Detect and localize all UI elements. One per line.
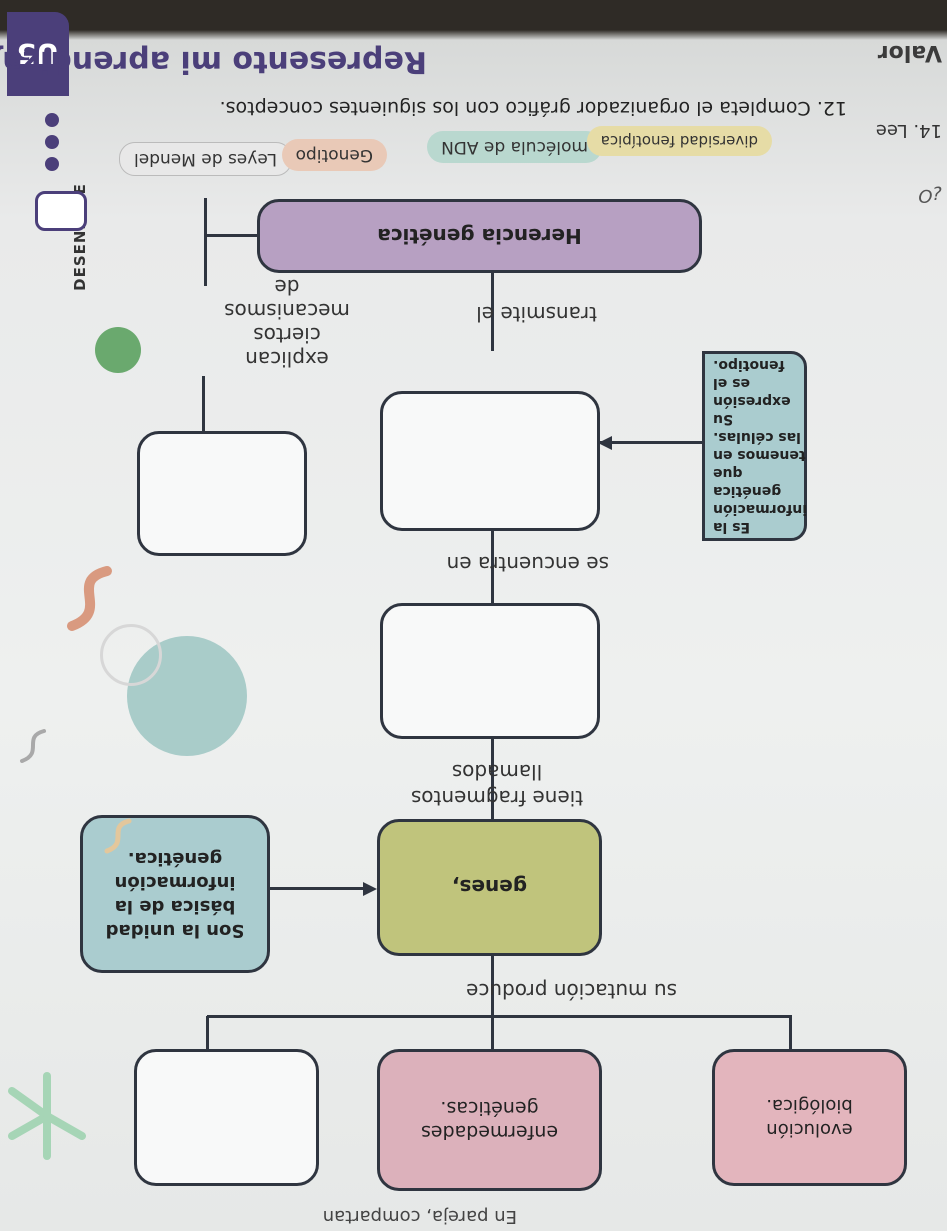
right-heading: Valor (877, 40, 942, 65)
right-question: ¿O (918, 185, 942, 206)
label-se-encuentra: se encuentra en (446, 552, 609, 576)
robot-icon (35, 191, 87, 231)
blank-box-mecanismos[interactable] (137, 431, 307, 556)
squiggle-small-decoration (104, 818, 132, 854)
section-dots (45, 113, 59, 171)
label-transmite: transmite el (476, 302, 597, 326)
squiggle-decoration (67, 566, 112, 631)
connector-line (202, 376, 205, 436)
right-item: 14. Lee (875, 120, 942, 141)
connector-line (600, 441, 702, 444)
squiggle-grey-decoration (20, 729, 46, 763)
node-enfermedades: enfermedades genéticas. (377, 1049, 602, 1191)
node-herencia-genetica: Herencia genética (257, 199, 702, 273)
arrow-right (598, 436, 612, 450)
arrow-left (363, 882, 377, 896)
label-explican: explican ciertos mecanismos de (224, 275, 350, 371)
footer-text: En pareja, compartan (322, 1206, 517, 1227)
blank-box-genotipo[interactable] (380, 391, 600, 531)
label-mutacion: su mutación produce (466, 979, 677, 1003)
connector-line (491, 1016, 494, 1049)
concept-chip-diversidad: diversidad fenotípica (586, 126, 772, 156)
star-burst-decoration (8, 1072, 86, 1160)
blank-box-diversidad[interactable] (134, 1049, 319, 1186)
node-genes: genes, (377, 819, 602, 956)
node-genotipo-definicion: Es la información genética que tenemos e… (702, 351, 807, 541)
connector-line (789, 1016, 792, 1049)
concept-chip-adn: molécula de ADN (427, 131, 602, 163)
concept-chip-genotipo: Genotipo (281, 139, 387, 171)
green-dot (95, 327, 141, 373)
connector-line (207, 1015, 792, 1018)
node-evolucion: evolución biológica. (712, 1049, 907, 1186)
instruction-text: 12. Completa el organizador gráfico con … (219, 97, 847, 119)
connector-line (270, 887, 365, 890)
label-fragmentos: tiene fragmentos llamados (410, 760, 584, 810)
connector-line (207, 234, 257, 237)
page-title: Represento mi aprendizaje (0, 44, 427, 79)
connector-line (206, 1016, 209, 1049)
connector-line (204, 198, 207, 286)
concept-chip-leyes-mendel: Leyes de Mendel (119, 142, 292, 176)
blank-box-adn[interactable] (380, 603, 600, 739)
